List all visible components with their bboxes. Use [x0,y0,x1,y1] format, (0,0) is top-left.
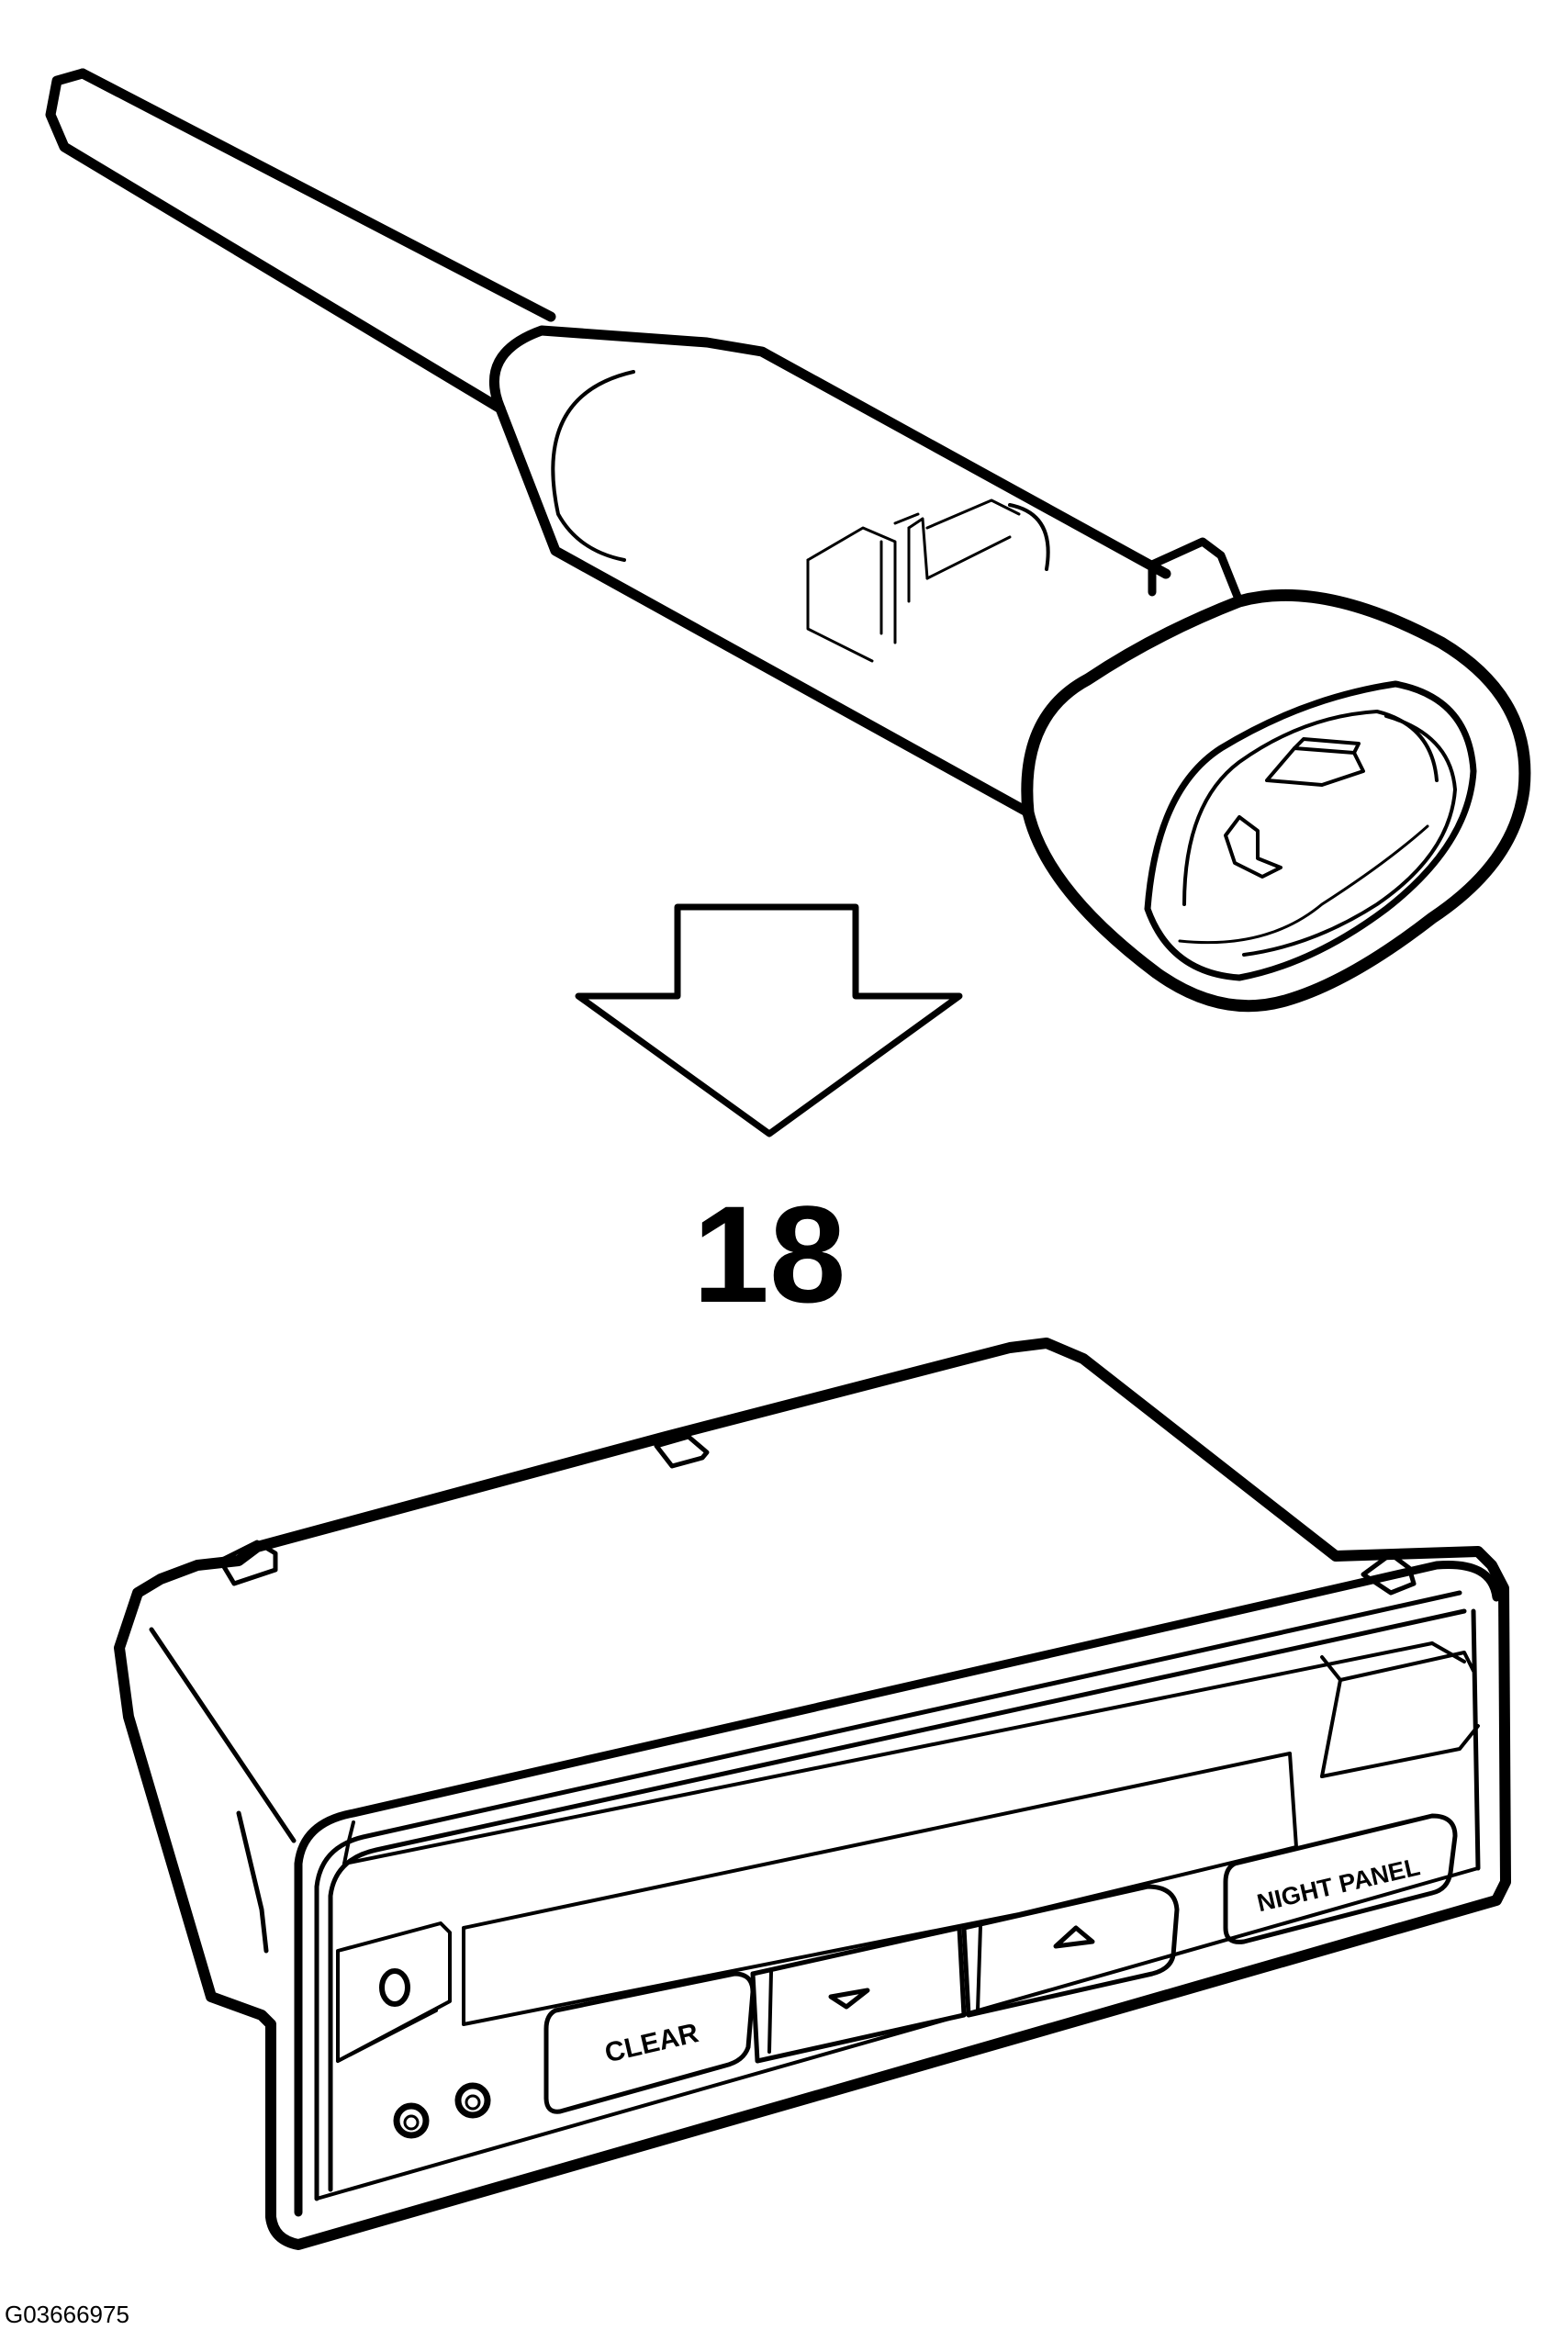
display-screen-edge [1320,1651,1475,1682]
latch-tab [1361,1551,1417,1596]
wiring-connector [45,68,1531,1013]
locking-clip [806,498,1021,663]
adjust-knob[interactable] [393,2102,430,2139]
display-window-frame [342,1641,1480,1865]
up-arrow-button[interactable] [961,1884,1180,2018]
latch-tab [654,1434,710,1469]
display-screen [462,1752,1298,2026]
figure-id: G03666975 [5,2301,129,2328]
down-triangle-icon [828,1988,870,2010]
display-unit-bezel [294,1560,1501,2217]
connector-cable [45,68,556,414]
connector-body [488,325,1171,818]
clear-button-label: CLEAR [602,2018,701,2068]
down-arrow [575,903,963,1137]
clear-button[interactable]: CLEAR [543,1971,756,2114]
step-number: 18 [693,1177,846,1331]
down-arrow-button[interactable] [750,1925,967,2064]
latch-tab [218,1540,278,1586]
indicator-lens [336,1921,452,2063]
display-unit-side-panel [149,1627,297,1954]
connector-terminal [1265,737,1365,787]
display-unit-housing [114,1338,1511,2250]
adjust-knob[interactable] [454,2082,491,2119]
connector-terminal [1224,815,1282,879]
up-triangle-icon [1053,1925,1095,1949]
connector-face [1021,588,1531,1013]
connector-ear-tab [1148,537,1244,606]
